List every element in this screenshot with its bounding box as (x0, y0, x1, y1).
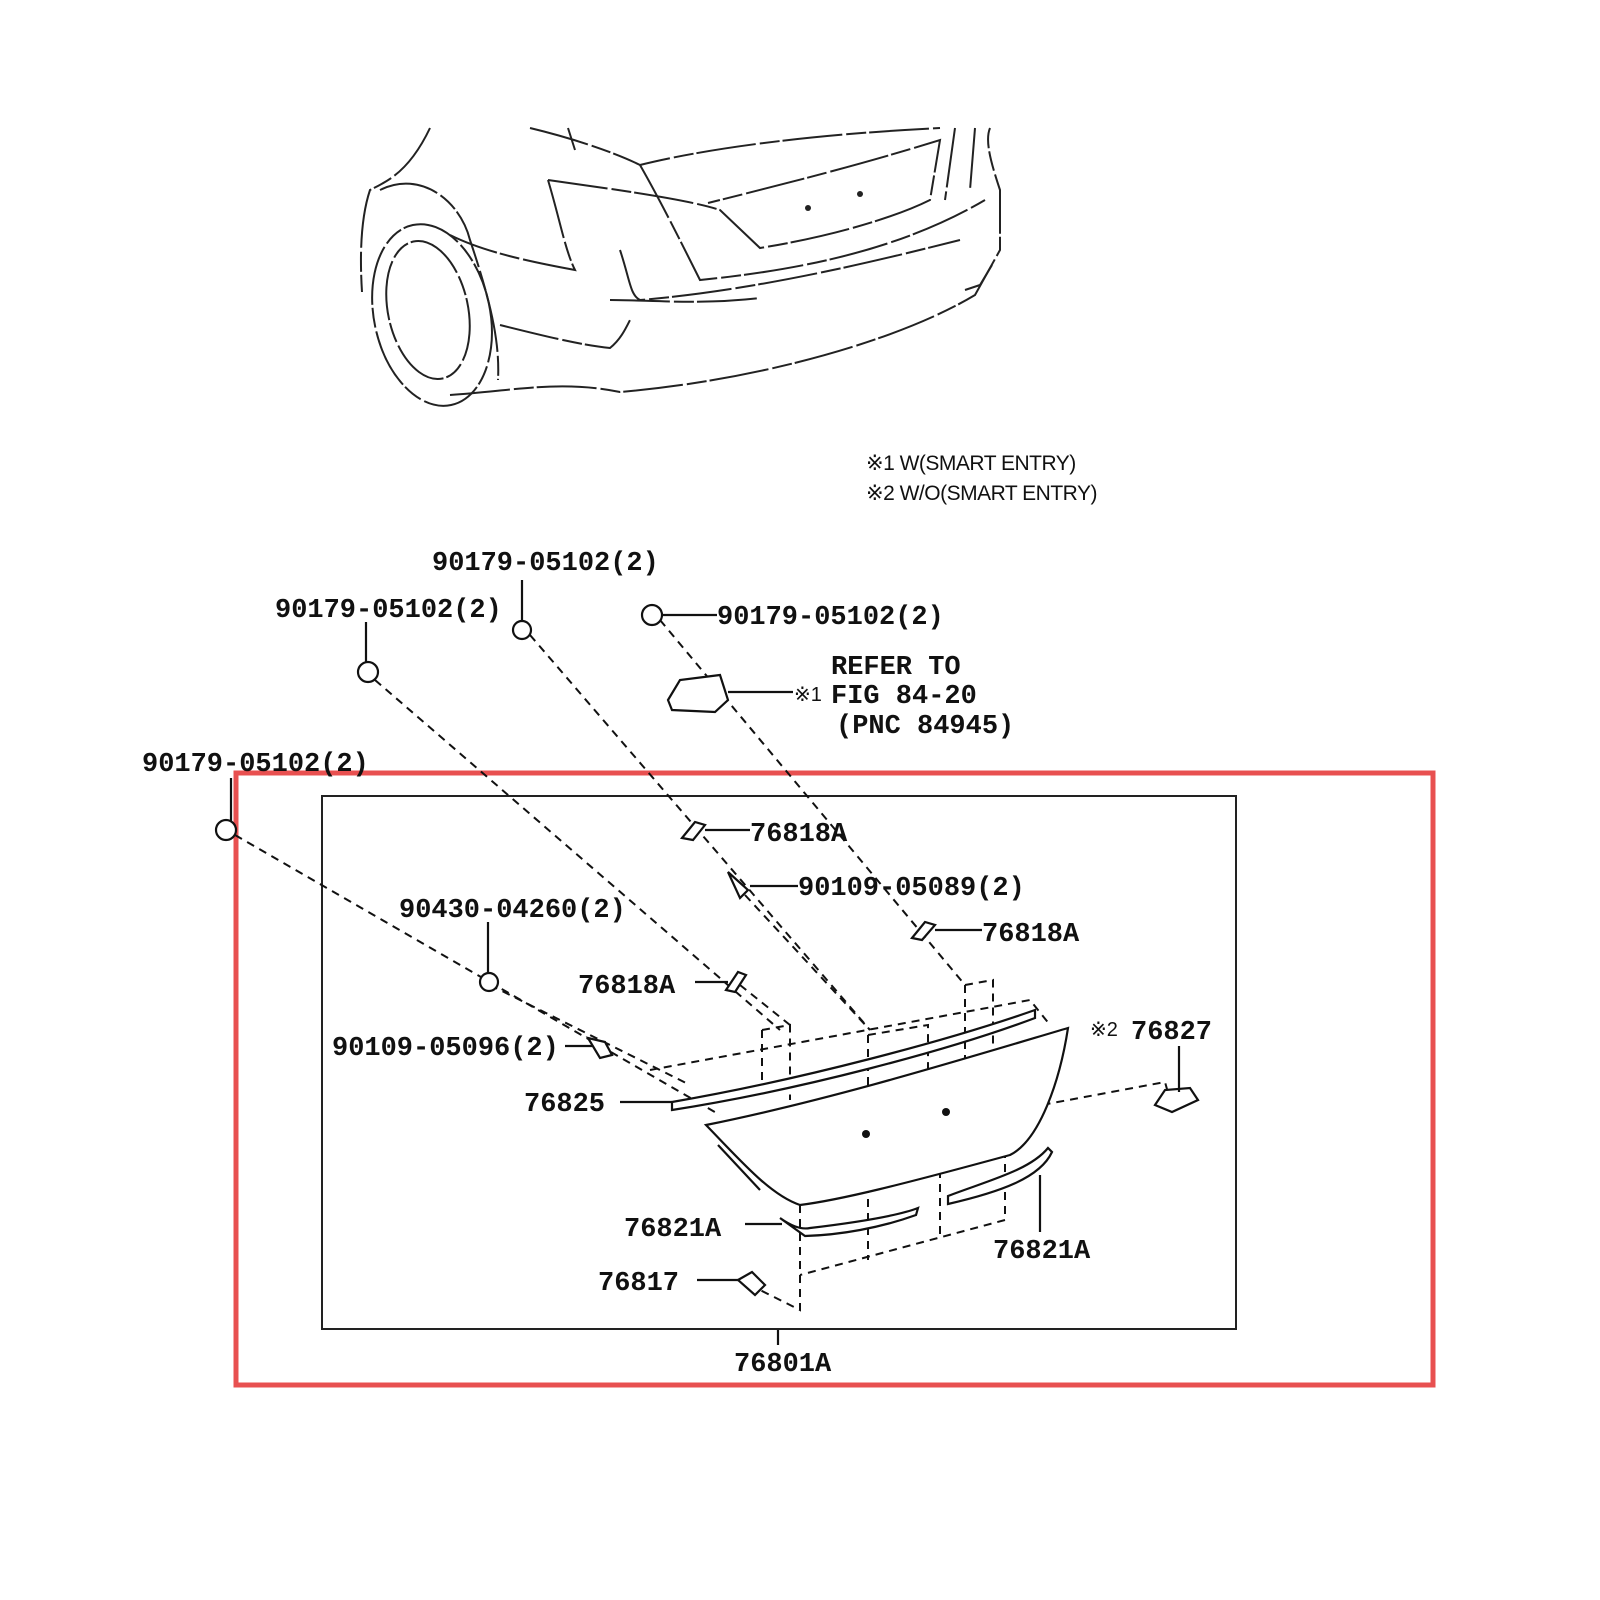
screw-icon (727, 871, 750, 900)
assembly-frame (321, 795, 1237, 1330)
label-refer-pnc: (PNC 84945) (836, 712, 1014, 742)
parts (214, 603, 1200, 1297)
clip-icon (724, 970, 748, 994)
label-refer-mark: ※1 (794, 684, 822, 706)
label-clip-top: 76818A (750, 820, 848, 850)
sensor-switch-icon (666, 673, 730, 714)
license-light-icon (1153, 1086, 1200, 1114)
label-moulding-lower-left: 76821A (624, 1215, 722, 1245)
label-light-mark: ※2 (1090, 1019, 1118, 1041)
upper-moulding (670, 1008, 1037, 1112)
label-nut-top-center: 90179-05102(2) (432, 549, 659, 579)
label-garnish-assembly: 76801A (734, 1350, 832, 1380)
leader-lines (229, 580, 1181, 1345)
clip-icon (909, 920, 937, 942)
lower-moulding-left (779, 1206, 920, 1238)
clip-icon (736, 1270, 767, 1297)
nut-icon (214, 818, 238, 842)
label-nut-inner: 90430-04260(2) (399, 896, 626, 926)
label-nut-top-left: 90179-05102(2) (275, 596, 502, 626)
clip-icon (679, 820, 707, 842)
lower-moulding-right (946, 1146, 1054, 1206)
nut-icon (478, 971, 500, 993)
label-clip-bottom: 76817 (598, 1269, 679, 1299)
label-screw-left: 90109-05096(2) (332, 1034, 559, 1064)
screw-icon (585, 1036, 614, 1060)
label-clip-right: 76818A (982, 920, 1080, 950)
assembly-lines (234, 619, 1171, 1312)
label-refer-to: REFER TO (831, 653, 961, 683)
label-moulding-upper: 76825 (524, 1090, 605, 1120)
car-rear-illustration (359, 127, 1001, 407)
label-nut-far-left: 90179-05102(2) (142, 750, 369, 780)
label-screw-upper: 90109-05089(2) (798, 874, 1025, 904)
label-license-light: 76827 (1131, 1018, 1212, 1048)
note-smart-entry: ※1 W(SMART ENTRY) (866, 452, 1076, 475)
label-refer-fig: FIG 84-20 (831, 682, 977, 712)
highlight-box (233, 770, 1436, 1388)
nut-icon (356, 660, 380, 684)
label-moulding-lower-right: 76821A (993, 1237, 1091, 1267)
label-nut-top-right: 90179-05102(2) (717, 603, 944, 633)
nut-icon (511, 619, 533, 641)
garnish-panel (703, 1026, 1070, 1207)
note-no-smart-entry: ※2 W/O(SMART ENTRY) (866, 482, 1097, 505)
nut-icon (640, 603, 664, 627)
label-clip-left: 76818A (578, 972, 676, 1002)
